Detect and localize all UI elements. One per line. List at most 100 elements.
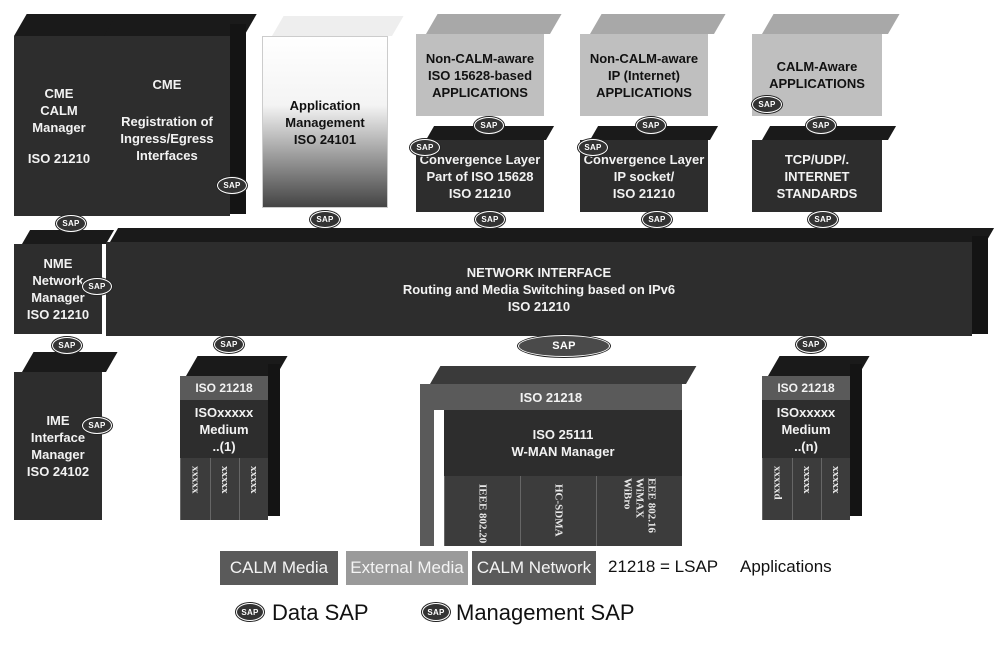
ime-top [22, 352, 118, 372]
app-mgmt-line: Management [285, 114, 365, 130]
app-ip-line: APPLICATIONS [596, 84, 692, 100]
tcp-udp-standards: TCP/UDP/. INTERNET STANDARDS [752, 140, 882, 212]
mediumn-col: xxxxxd [762, 458, 792, 520]
app-mgmt-line: ISO 24101 [293, 131, 357, 147]
convergence-15628: Convergence Layer Part of ISO 15628 ISO … [416, 140, 544, 212]
legend-management-sap: Management SAP [456, 600, 635, 625]
mediumn-col-text: xxxxx [801, 466, 813, 494]
application-management: Application Management ISO 24101 [262, 36, 388, 208]
wman-col-text: HC-SDMA [552, 484, 565, 537]
network-interface: NETWORK INTERFACE Routing and Media Swit… [106, 242, 972, 336]
app-calm-line: APPLICATIONS [769, 76, 865, 91]
mediumn-col-text: xxxxxd [771, 466, 784, 500]
sap-badge: SAP [52, 337, 82, 354]
tcp-line: TCP/UDP/. [784, 151, 850, 167]
mediumn-header-text: ISO 21218 [777, 380, 835, 395]
cme-reg-line: Interfaces [136, 148, 198, 163]
tcp-line: STANDARDS [776, 185, 858, 201]
app-mgmt-top [272, 16, 404, 36]
sap-badge: SAP [82, 278, 112, 295]
mediumn-title: ISOxxxxx Medium ..(n) [762, 400, 850, 458]
cme-reg-line: CME [152, 77, 182, 92]
sap-badge: SAP [796, 336, 826, 353]
sap-badge: SAP [474, 117, 504, 134]
network-line: NETWORK INTERFACE [466, 264, 612, 280]
medium1-header: ISO 21218 [180, 376, 268, 400]
sap-badge: SAP [642, 211, 672, 228]
medium1-col-text: xxxxx [189, 466, 202, 494]
nme-line: Manager [31, 290, 85, 305]
nme-line: ISO 21210 [26, 307, 90, 322]
sap-badge: SAP [636, 117, 666, 134]
sap-badge-large: SAP [518, 335, 610, 357]
wman-title: ISO 25111 W-MAN Manager [444, 410, 682, 476]
conv-15628-line: ISO 21210 [448, 185, 512, 201]
mediumn-title-line: ISOxxxxx [776, 404, 836, 420]
cme-calm-line: CME [44, 86, 74, 101]
app-calm-top [762, 14, 900, 34]
app-15628-top [426, 14, 562, 34]
app-15628-line: Non-CALM-aware [425, 50, 535, 66]
ime-line: ISO 24102 [26, 464, 90, 479]
cme-reg-line: Ingress/Egress [120, 131, 214, 146]
sap-badge: SAP [214, 336, 244, 353]
legend-data-sap: Data SAP [272, 600, 369, 625]
app-ip-top [590, 14, 726, 34]
medium1-col: xxxxx [180, 458, 210, 520]
cme-calm-line: Manager [32, 120, 86, 135]
app-ip: Non-CALM-aware IP (Internet) APPLICATION… [580, 34, 708, 116]
conv-15628-line: Part of ISO 15628 [426, 168, 534, 184]
cme-calm-line: CALM [40, 103, 78, 118]
mediumn-col: xxxxx [821, 458, 850, 520]
ime-interface-manager: IME Interface Manager ISO 24102 [14, 372, 102, 520]
ime-line: IME [46, 413, 70, 428]
app-calm-line: CALM-Aware [776, 59, 858, 74]
medium1-title-line: ..(1) [212, 438, 236, 454]
wman-left-edge [420, 384, 434, 546]
conv-ip-line: ISO 21210 [612, 185, 676, 201]
wman-col: HC-SDMA [520, 476, 596, 546]
nme-top [22, 230, 115, 244]
medium1-col: xxxxx [239, 458, 268, 520]
cme-reg-side [230, 24, 246, 214]
sap-badge: SAP [310, 211, 340, 228]
cme-reg-line: Registration of [121, 114, 213, 129]
medium1-col: xxxxx [210, 458, 239, 520]
wman-title-line: ISO 25111 [532, 427, 594, 442]
network-line: Routing and Media Switching based on IPv… [402, 281, 676, 297]
tcp-line: INTERNET [784, 168, 850, 184]
sap-badge: SAP [82, 417, 112, 434]
medium1-side [268, 364, 280, 516]
medium1-header-text: ISO 21218 [195, 380, 253, 395]
cme-calm-line: ISO 21210 [27, 151, 91, 166]
mediumn-side [850, 364, 862, 516]
app-ip-line: IP (Internet) [608, 67, 680, 83]
wman-header-text: ISO 21218 [519, 389, 583, 405]
network-side [972, 236, 988, 334]
wman-col: EEE 802.16 WiMAX WiBro [596, 476, 682, 546]
mediumn-title-line: Medium [781, 421, 831, 437]
mediumn-col-text: xxxxx [830, 466, 842, 494]
sap-badge: SAP [806, 117, 836, 134]
sap-badge: SAP [578, 139, 608, 156]
management-sap-icon: SAP [422, 603, 450, 621]
wman-header: ISO 21218 [420, 384, 682, 410]
medium1-title: ISOxxxxx Medium ..(1) [180, 400, 268, 458]
medium1-title-line: Medium [199, 421, 249, 437]
legend-applications: Applications [740, 557, 832, 576]
medium1-col-text: xxxxx [248, 466, 260, 494]
wman-col: IEEE 802.20 [444, 476, 520, 546]
app-15628-line: ISO 15628-based [427, 67, 533, 83]
app-15628-line: APPLICATIONS [432, 84, 528, 100]
medium1-title-line: ISOxxxxx [194, 404, 254, 420]
mediumn-header: ISO 21218 [762, 376, 850, 400]
wman-col-text: EEE 802.16 WiMAX WiBro [621, 478, 658, 534]
legend-calm-network-text: CALM Network [476, 558, 592, 577]
app-15628: Non-CALM-aware ISO 15628-based APPLICATI… [416, 34, 544, 116]
app-mgmt-line: Application [289, 97, 361, 113]
ime-line: Manager [31, 447, 85, 462]
cme-calm-manager: CME CALM Manager ISO 21210 [14, 36, 104, 216]
ime-line: Interface [30, 430, 86, 445]
sap-badge: SAP [752, 96, 782, 113]
legend-calm-network: CALM Network [472, 551, 596, 585]
